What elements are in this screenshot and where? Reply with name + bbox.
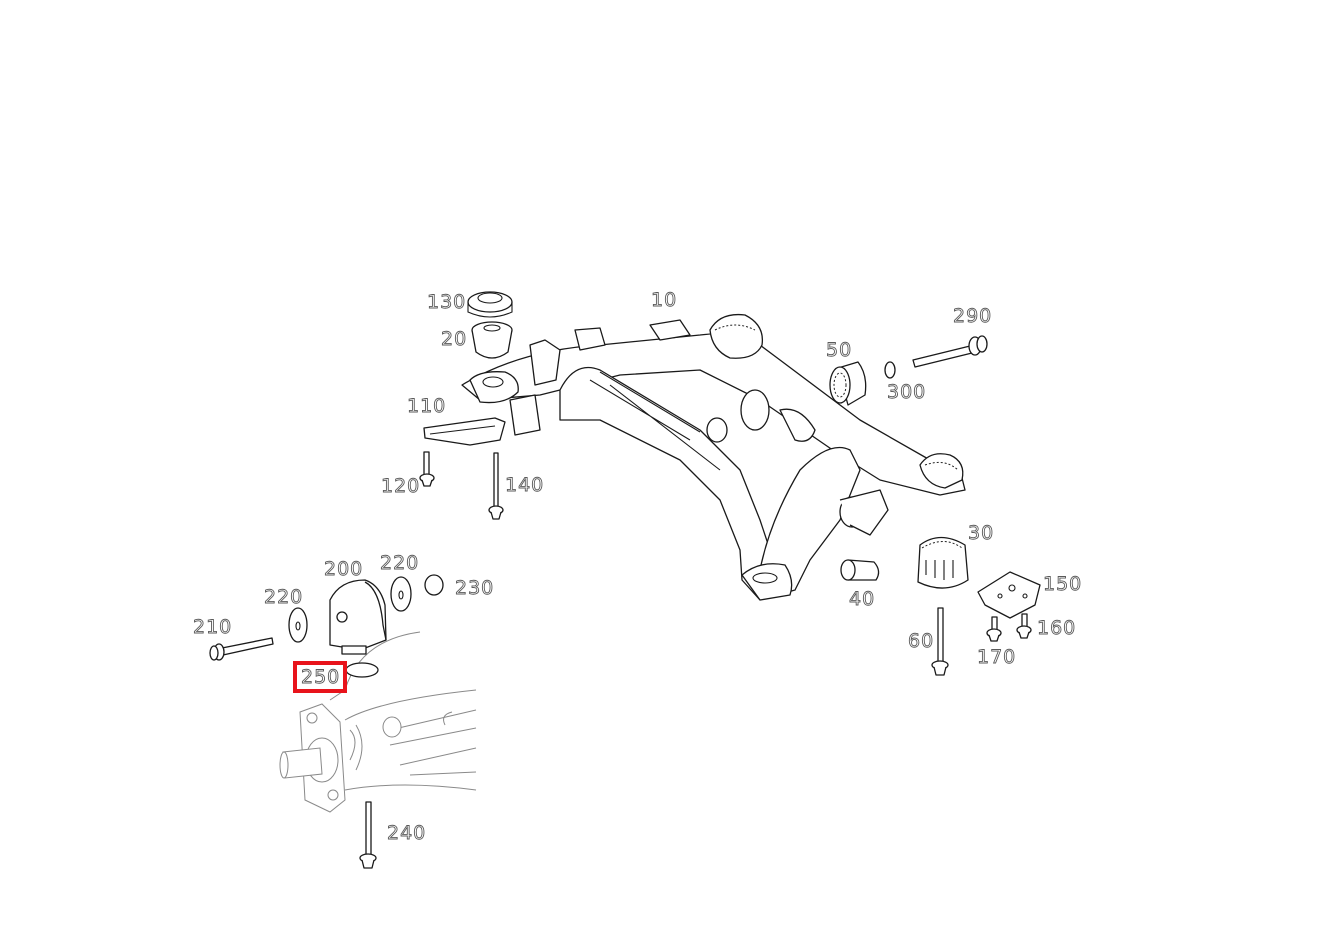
- mount-20-drawing: [471, 321, 513, 359]
- bolt-120-drawing: [419, 451, 435, 487]
- part-label-230[interactable]: 230: [455, 577, 495, 599]
- part-label-140[interactable]: 140: [505, 474, 545, 496]
- part-label-170[interactable]: 170: [977, 646, 1017, 668]
- part-label-300[interactable]: 300: [887, 381, 927, 403]
- washer-300-drawing: [884, 361, 896, 379]
- part-label-120[interactable]: 120: [381, 475, 421, 497]
- part-label-40[interactable]: 40: [849, 588, 876, 610]
- part-label-30[interactable]: 30: [968, 522, 995, 544]
- part-label-220a[interactable]: 220: [264, 586, 304, 608]
- part-label-60[interactable]: 60: [908, 630, 935, 652]
- bolt-170-drawing: [986, 616, 1002, 642]
- ring-130-drawing: [467, 291, 513, 318]
- nut-230-drawing: [424, 574, 444, 596]
- part-label-20[interactable]: 20: [441, 328, 468, 350]
- plate-150-drawing: [977, 571, 1041, 619]
- part-label-50[interactable]: 50: [826, 339, 853, 361]
- subframe-10-drawing: [461, 313, 966, 601]
- bushing-50-drawing: [829, 361, 867, 406]
- mount-30-drawing: [917, 536, 969, 589]
- bushing-40-drawing: [840, 559, 880, 581]
- part-label-130[interactable]: 130: [427, 291, 467, 313]
- bracket-110-drawing: [423, 417, 506, 446]
- washer-220a-drawing: [288, 607, 308, 643]
- part-label-110[interactable]: 110: [407, 395, 447, 417]
- part-label-250[interactable]: 250: [301, 666, 341, 688]
- part-label-150[interactable]: 150: [1043, 573, 1083, 595]
- part-label-160[interactable]: 160: [1037, 617, 1077, 639]
- axle-context-drawing: [279, 631, 477, 813]
- washer-250-drawing: [345, 662, 379, 678]
- bracket-200-drawing: [329, 579, 387, 655]
- part-label-220b[interactable]: 220: [380, 552, 420, 574]
- bolt-140-drawing: [488, 452, 504, 520]
- bolt-60-drawing: [931, 607, 949, 676]
- part-label-200[interactable]: 200: [324, 558, 364, 580]
- bolt-290-drawing: [912, 335, 988, 368]
- bolt-210-drawing: [209, 637, 274, 661]
- part-label-290[interactable]: 290: [953, 305, 993, 327]
- part-label-210[interactable]: 210: [193, 616, 233, 638]
- bolt-160-drawing: [1016, 613, 1032, 639]
- washer-220b-drawing: [390, 576, 412, 612]
- part-label-240[interactable]: 240: [387, 822, 427, 844]
- bolt-240-drawing: [359, 801, 377, 869]
- part-label-10[interactable]: 10: [651, 289, 678, 311]
